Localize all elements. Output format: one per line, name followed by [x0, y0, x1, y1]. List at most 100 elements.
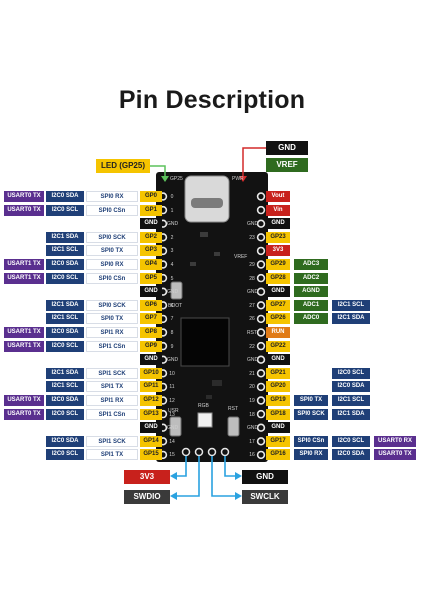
right-pin-number: 21: [249, 370, 255, 377]
right-pin-label-3v3: 3V3: [266, 245, 290, 257]
left-pin-number: 0: [170, 194, 174, 200]
left-pin-label-spi1-rx: SPI1 RX: [86, 395, 138, 406]
right-header-hole: [256, 205, 266, 215]
right-pin-number: 20: [249, 384, 255, 391]
left-pin-label-gnd: GND: [140, 218, 162, 230]
right-pin-label-i2c1-sda: I2C1 SDA: [332, 408, 370, 420]
right-pin-label-usart0-tx: USART0 TX: [374, 449, 416, 461]
right-pin-label-adc0: ADC0: [294, 313, 328, 325]
right-header-hole: [256, 396, 266, 405]
silk-boot: BOOT: [168, 303, 183, 309]
silk-rgb: RGB: [198, 403, 209, 409]
left-pin-number: GND: [167, 221, 179, 228]
left-pin-label-gp2: GP2: [140, 231, 162, 243]
right-pin-label-spi0-csn: SPI0 CSn: [294, 435, 328, 447]
left-pin-label-i2c0-sda: I2C0 SDA: [46, 435, 84, 447]
right-header-hole: [256, 369, 266, 378]
right-pin-label-i2c0-scl: I2C0 SCL: [332, 367, 370, 379]
left-pin-label-i2c0-scl: I2C0 SCL: [46, 340, 84, 352]
left-pin-number: 4: [170, 262, 174, 268]
right-pin-label-gp18: GP18: [266, 408, 290, 420]
right-pin-label-run: RUN: [266, 327, 290, 338]
usr-button: [169, 416, 182, 437]
right-header-hole: [256, 450, 266, 460]
left-pin-label-gp10: GP10: [140, 367, 162, 379]
right-pin-number: GND: [247, 425, 259, 432]
left-pin-label-spi1-sck: SPI1 SCK: [86, 435, 138, 447]
right-header-hole: [256, 341, 266, 351]
silk-gp25: GP25: [170, 176, 183, 182]
left-pin-label-gp0: GP0: [140, 191, 162, 202]
left-pin-label-spi0-sck: SPI0 SCK: [86, 231, 138, 243]
silk-usr: USR: [168, 408, 179, 414]
right-pin-label-gnd: GND: [266, 354, 290, 366]
page-title: Pin Description: [118, 86, 306, 114]
left-pin-label-i2c1-scl: I2C1 SCL: [46, 313, 84, 325]
swd-pad-gnd: [220, 447, 230, 457]
left-pin-number: 2: [170, 234, 174, 241]
right-pin-label-spi0-rx: SPI0 RX: [294, 449, 328, 461]
right-pin-label-i2c0-sda: I2C0 SDA: [332, 449, 370, 461]
left-pin-label-i2c1-sda: I2C1 SDA: [46, 231, 84, 243]
vref-header-label: VREF: [266, 158, 308, 172]
left-pin-number: 7: [170, 316, 174, 323]
left-pin-number: GND: [167, 357, 179, 364]
right-header-hole: [256, 328, 266, 337]
left-pin-label-spi1-csn: SPI1 CSn: [86, 340, 138, 352]
left-pin-label-usart0-tx: USART0 TX: [4, 395, 44, 406]
right-pin-label-gp16: GP16: [266, 449, 290, 461]
left-pin-number: GND: [167, 289, 179, 296]
left-pin-label-spi0-tx: SPI0 TX: [86, 245, 138, 257]
left-pin-label-gp9: GP9: [140, 340, 162, 352]
left-pin-number: 8: [170, 330, 174, 336]
left-pin-label-i2c0-scl: I2C0 SCL: [46, 272, 84, 284]
left-pin-label-usart1-tx: USART1 TX: [4, 272, 44, 284]
right-header-hole: [256, 409, 266, 419]
right-header-hole: [256, 219, 266, 228]
right-pin-label-gnd: GND: [266, 286, 290, 298]
right-pin-number: 27: [249, 302, 255, 309]
left-pin-label-i2c1-sda: I2C1 SDA: [46, 367, 84, 379]
right-header-hole: [256, 314, 266, 324]
right-header-hole: [256, 246, 266, 256]
swd-pad-3v3: [181, 447, 191, 457]
right-header-hole: [256, 233, 266, 242]
right-pin-number: GND: [247, 357, 259, 364]
rgb-led: [197, 412, 213, 428]
right-header-hole: [256, 287, 266, 296]
left-pin-label-usart0-tx: USART0 TX: [4, 204, 44, 216]
left-pin-label-usart1-tx: USART1 TX: [4, 340, 44, 352]
left-pin-number: 12: [169, 398, 175, 404]
boot-button: [170, 281, 183, 300]
silk-pwr: PWR: [232, 176, 244, 182]
right-pin-label-adc1: ADC1: [294, 299, 328, 311]
left-pin-label-spi0-rx: SPI0 RX: [86, 191, 138, 202]
left-pin-label-spi1-tx: SPI1 TX: [86, 381, 138, 393]
led-pointer: [150, 165, 166, 178]
left-pin-label-gp14: GP14: [140, 435, 162, 447]
left-pin-label-gp8: GP8: [140, 327, 162, 338]
left-pin-label-gnd: GND: [140, 354, 162, 366]
left-pin-label-i2c0-scl: I2C0 SCL: [46, 204, 84, 216]
right-header-hole: [256, 437, 266, 446]
left-pin-label-spi0-tx: SPI0 TX: [86, 313, 138, 325]
right-pin-number: 17: [249, 438, 255, 445]
left-pin-number: 11: [169, 384, 175, 391]
left-pin-label-gp4: GP4: [140, 259, 162, 270]
left-pin-label-i2c0-scl: I2C0 SCL: [46, 449, 84, 461]
left-pin-label-gnd: GND: [140, 286, 162, 298]
right-pin-label-gp27: GP27: [266, 299, 290, 311]
left-pin-label-usart0-tx: USART0 TX: [4, 408, 44, 420]
left-pin-label-gp7: GP7: [140, 313, 162, 325]
left-pin-number: 10: [169, 370, 175, 377]
left-pin-label-i2c1-sda: I2C1 SDA: [46, 299, 84, 311]
right-pin-number: GND: [247, 221, 259, 228]
left-pin-number: 1: [170, 207, 174, 214]
right-header-hole: [256, 260, 266, 269]
left-pin-label-gp1: GP1: [140, 204, 162, 216]
silk-rst: RST: [228, 406, 238, 412]
right-pin-number: 16: [249, 452, 255, 459]
bottom-swclk-label: SWCLK: [242, 490, 288, 504]
left-pin-label-i2c1-scl: I2C1 SCL: [46, 381, 84, 393]
